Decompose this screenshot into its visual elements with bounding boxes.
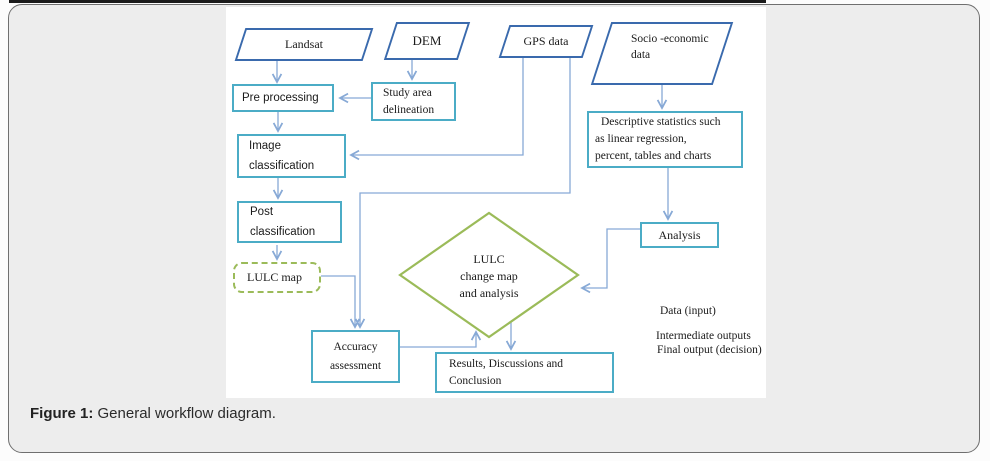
node-accuracy-assessment: Accuracy assessment (311, 330, 400, 383)
node-gps-label: GPS data (523, 34, 569, 48)
node-lulc-map: LULC map (233, 262, 321, 293)
node-results-conclusion: Results, Discussions and Conclusion (435, 352, 614, 393)
legend-data-input: Data (input) (660, 305, 716, 317)
node-socio-label: Socio -economic data (631, 33, 709, 61)
legend-intermediate-outputs: Intermediate outputs (656, 330, 751, 342)
node-study-area-delineation: Study area delineation (371, 82, 456, 121)
top-border-line (9, 0, 766, 3)
node-descriptive-statistics: Descriptive statistics such as linear re… (587, 111, 743, 168)
node-image-classification: Image classification (237, 134, 346, 178)
figure-caption: Figure 1: General workflow diagram. (30, 405, 276, 422)
node-analysis: Analysis (640, 222, 719, 248)
node-socio-economic: Socio -economic data (590, 22, 734, 85)
node-landsat: Landsat (234, 28, 374, 61)
node-pre-processing: Pre processing (232, 84, 334, 112)
figure-caption-label: Figure 1: (30, 405, 94, 422)
node-lulc-change-diamond: LULC change map and analysis (459, 252, 519, 300)
node-dem: DEM (383, 22, 471, 60)
legend-final-output: Final output (decision) (657, 344, 762, 356)
node-post-classification: Post classification (237, 201, 342, 243)
node-dem-label: DEM (412, 33, 442, 48)
node-landsat-label: Landsat (285, 37, 323, 51)
node-gps-data: GPS data (498, 25, 594, 58)
figure-caption-text: General workflow diagram. (97, 405, 276, 422)
